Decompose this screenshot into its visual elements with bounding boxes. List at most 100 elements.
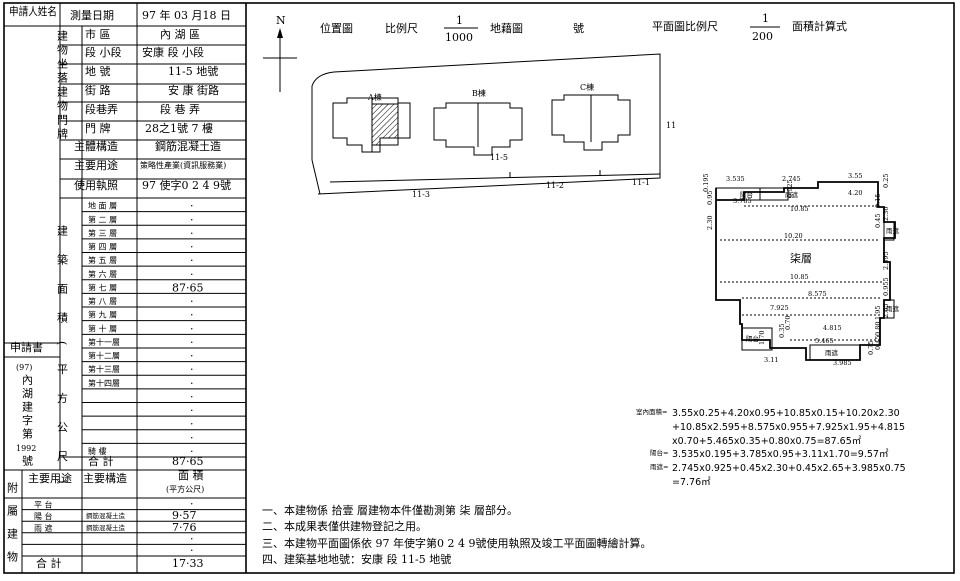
formula-indoor-1: 3.55x0.25+4.20x0.95+10.85x0.15+10.20x2.3… — [672, 408, 900, 419]
formula-eave-1: 2.745x0.925+0.45x2.30+0.45x2.65+3.985x0.… — [672, 463, 906, 474]
annex-use: 雨 遮 — [34, 523, 53, 533]
eave-4 — [883, 299, 895, 319]
floor-row-value: · — [190, 431, 194, 444]
floor-row-value: · — [190, 418, 194, 431]
building-a-label: A棟 — [367, 92, 382, 102]
annex-header-structure: 主要構造 — [83, 471, 127, 485]
dimension-label: 0.45 — [874, 336, 882, 350]
use-label: 主要用途 — [74, 158, 118, 172]
floor-label: 柒層 — [790, 252, 812, 265]
formula-balcony-label: 陽台= — [650, 448, 668, 457]
cadastral-label: 地藉圖 — [490, 22, 523, 35]
annex-header-area: 面 積 — [178, 468, 204, 482]
building-c-outline — [551, 94, 631, 151]
dimension-label: 0.35 — [778, 324, 786, 338]
formula-eave-2: =7.76㎡ — [672, 477, 711, 488]
dimension-label: 3.11 — [764, 356, 778, 364]
floor-row-label: 第 十 層 — [88, 323, 117, 333]
application-number-part: (97) — [16, 363, 32, 372]
dimension-label: 1.95 — [874, 306, 882, 320]
formula-indoor-3: x0.70+5.465x0.35+0.80x0.75=87.65㎡ — [672, 436, 862, 447]
building-c-label: C棟 — [580, 82, 594, 92]
annex-area: · — [190, 532, 194, 545]
annex-structure: 鋼筋混凝土造 — [86, 511, 126, 520]
annex-group-label: 附屬建物 — [6, 481, 19, 574]
dimension-label: 10.20 — [784, 232, 803, 240]
dimension-label: 8.575 — [808, 290, 827, 298]
location-group-label: 建物坐落 — [56, 29, 69, 86]
lot-11-3-label: 11-3 — [412, 190, 430, 199]
floor-row-value: · — [190, 268, 194, 281]
floorplan-scale-den: 200 — [752, 30, 773, 43]
floor-row-value: · — [190, 363, 194, 376]
floor-row-label: 第十二層 — [88, 351, 120, 361]
structure-label: 主體構造 — [74, 139, 118, 153]
dimension-label: 4.20 — [848, 189, 862, 197]
floor-row-value: · — [190, 213, 194, 226]
eave-1 — [759, 187, 789, 201]
site-boundary — [311, 53, 661, 195]
application-number-part: 1992 — [16, 444, 36, 453]
door-label: 門 牌 — [85, 121, 111, 135]
dimension-label: 2.745 — [782, 175, 801, 183]
dimension-label: 0.955 — [882, 277, 890, 296]
floor-row-value: · — [190, 377, 194, 390]
dimension-label: 0.80 — [874, 322, 882, 336]
lane-value: 段 巷 弄 — [160, 102, 200, 116]
dimension-label: 0.15 — [874, 194, 882, 208]
application-number-part: 建 — [22, 400, 33, 414]
survey-date: 97 年 03 月18 日 — [142, 8, 231, 22]
lane-label: 段巷弄 — [85, 102, 118, 116]
lot-11-label: 11 — [666, 121, 676, 130]
floor-area-rows: 地 面 層·第 二 層·第 三 層·第 四 層·第 五 層·第 六 層·第 七 … — [82, 200, 246, 458]
note-4: 四、建築基地地號：安康 段 11-5 地號 — [262, 552, 451, 566]
floor-row-value: · — [190, 390, 194, 403]
number-label: 號 — [573, 22, 584, 35]
floor-row-label: 第 八 層 — [88, 296, 117, 306]
lot-value: 11-5 地號 — [168, 65, 218, 78]
building-b-label: B棟 — [472, 88, 486, 98]
floor-row-value: · — [190, 254, 194, 267]
floor-row-label: 地 面 層 — [88, 201, 117, 211]
dimension-label: 4.815 — [823, 324, 842, 332]
building-a-outline — [332, 97, 411, 153]
dimension-label: 0.45 — [874, 214, 882, 228]
eave-label-2: 雨遮 — [825, 348, 839, 357]
floor-row-value: · — [190, 309, 194, 322]
use-value: 策略性產業(資訊服務業) — [140, 160, 226, 170]
floor-plan — [715, 181, 896, 361]
balcony-2 — [741, 327, 773, 351]
annex-area: · — [190, 544, 194, 557]
street-value: 安 康 街路 — [168, 83, 219, 97]
floorplan-scale-num: 1 — [762, 12, 769, 25]
formula-eave-label: 雨遮= — [650, 462, 668, 471]
license-label: 使用執照 — [74, 179, 118, 192]
application-label: 申請書 — [10, 340, 43, 354]
section-label: 段 小段 — [85, 45, 122, 59]
license-value: 97 使字0 2 4 9號 — [142, 178, 231, 192]
dimension-label: 7.925 — [770, 304, 789, 312]
dimension-label: 3.785 — [733, 197, 752, 205]
eave-2 — [809, 344, 861, 361]
formula-balcony: 3.535x0.195+3.785x0.95+3.11x1.70=9.57㎡ — [672, 449, 889, 460]
dimension-label: 5.465 — [815, 337, 834, 345]
location-scale-den: 1000 — [445, 31, 473, 44]
annex-area: 7·76 — [172, 521, 197, 534]
formula-indoor-2: +10.85x2.595+8.575x0.955+7.925x1.95+4.81… — [672, 422, 905, 433]
floor-row-label: 第 九 層 — [88, 310, 117, 320]
city-label: 市 區 — [85, 27, 111, 41]
floor-row-label: 第 五 層 — [88, 255, 117, 265]
dimension-label: 3.535 — [726, 175, 745, 183]
dimension-label: 3.985 — [833, 359, 852, 367]
doorplate-group-label: 建物門牌 — [56, 85, 69, 142]
location-map-label: 位置圖 — [320, 21, 353, 35]
floor-row-value: · — [190, 227, 194, 240]
dimension-label: 10.85 — [790, 205, 809, 213]
floor-row-value: · — [190, 200, 194, 213]
dimension-label: 2.30 — [882, 207, 890, 221]
floor-row-value: · — [190, 350, 194, 363]
